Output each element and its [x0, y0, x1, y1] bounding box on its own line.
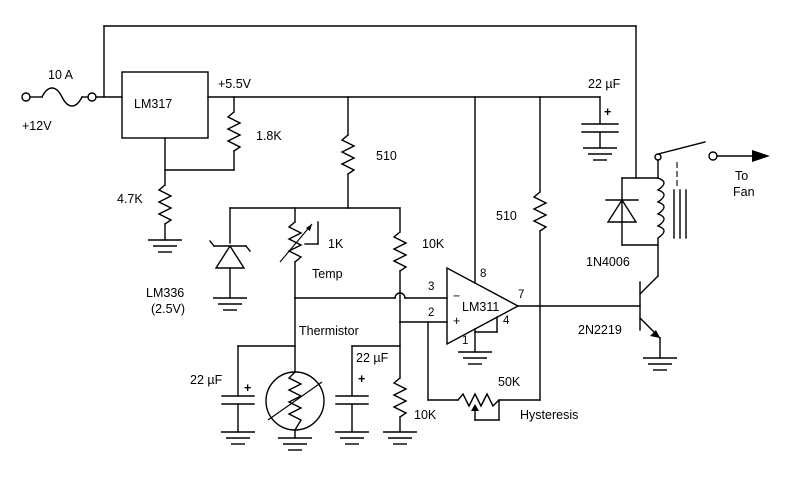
relay-coil: [656, 177, 665, 246]
r510-right-label: 510: [496, 209, 517, 223]
lm336-reference: [214, 244, 246, 269]
thermistor-label: Thermistor: [299, 324, 359, 338]
rail-label: +5.5V: [218, 77, 252, 91]
transistor-label: 2N2219: [578, 323, 622, 337]
cap-mid-plus: +: [358, 372, 365, 386]
pin2-label: 2: [428, 307, 434, 319]
cap-top-plus: +: [604, 105, 611, 119]
relay-contact: [708, 151, 718, 161]
ground-symbol: [458, 351, 492, 365]
r1k8-label: 1.8K: [256, 129, 282, 143]
supply-label: +12V: [22, 119, 52, 133]
temp-potentiometer: [287, 221, 303, 263]
pot-temp-label: Temp: [312, 267, 343, 281]
r510-top-label: 510: [376, 149, 397, 163]
lm336-voltage-label: (2.5V): [151, 302, 185, 316]
ground-symbol: [383, 431, 417, 445]
lm311-comparator: [446, 266, 520, 346]
hysteresis-potentiometer: [457, 392, 541, 408]
cap-mid-label: 22 µF: [356, 351, 389, 365]
comparator-plus: +: [453, 314, 460, 328]
pin3-label: 3: [428, 281, 434, 293]
ground-symbol: [213, 297, 247, 311]
resistor-510-right: [532, 191, 548, 232]
hysteresis-label: Hysteresis: [520, 408, 578, 422]
resistor-10k-lower: [392, 377, 408, 418]
relay-contact: [654, 153, 662, 161]
fuse-label: 10 A: [48, 68, 74, 82]
to-label: To: [735, 169, 748, 183]
diode-label: 1N4006: [586, 255, 630, 269]
pot-50k-label: 50K: [498, 375, 521, 389]
diode-1n4006: [606, 198, 638, 223]
resistor-4k7: [157, 184, 173, 225]
ground-symbol: [278, 437, 312, 451]
resistor-1k8: [226, 111, 242, 152]
supply-input: [21, 25, 123, 107]
ground-symbol: [221, 431, 255, 445]
resistor-10k-upper: [392, 231, 408, 272]
pin4-label: 4: [503, 315, 510, 327]
ground-symbol: [335, 431, 369, 445]
pot-1k-label: 1K: [328, 237, 344, 251]
lm317-label: LM317: [134, 97, 172, 111]
lm311-label: LM311: [462, 300, 499, 314]
ground-symbol: [148, 239, 182, 253]
arrow-right-icon: [752, 150, 770, 162]
cap-top-label: 22 µF: [588, 77, 621, 91]
fan-label: Fan: [733, 185, 755, 199]
cap-left-plus: +: [244, 381, 251, 395]
comparator-minus: −: [453, 289, 460, 303]
pin8-label: 8: [480, 268, 486, 280]
resistor-510-top: [340, 134, 356, 175]
r10k-upper-label: 10K: [422, 237, 445, 251]
ground-symbol: [643, 357, 677, 371]
cap-left-label: 22 µF: [190, 373, 223, 387]
ground-symbol: [583, 147, 617, 161]
pin1-label: 1: [462, 335, 468, 347]
pin7-label: 7: [518, 289, 524, 301]
r10k-lower-label: 10K: [414, 408, 437, 422]
r4k7-label: 4.7K: [117, 192, 143, 206]
lm336-label: LM336: [146, 286, 184, 300]
